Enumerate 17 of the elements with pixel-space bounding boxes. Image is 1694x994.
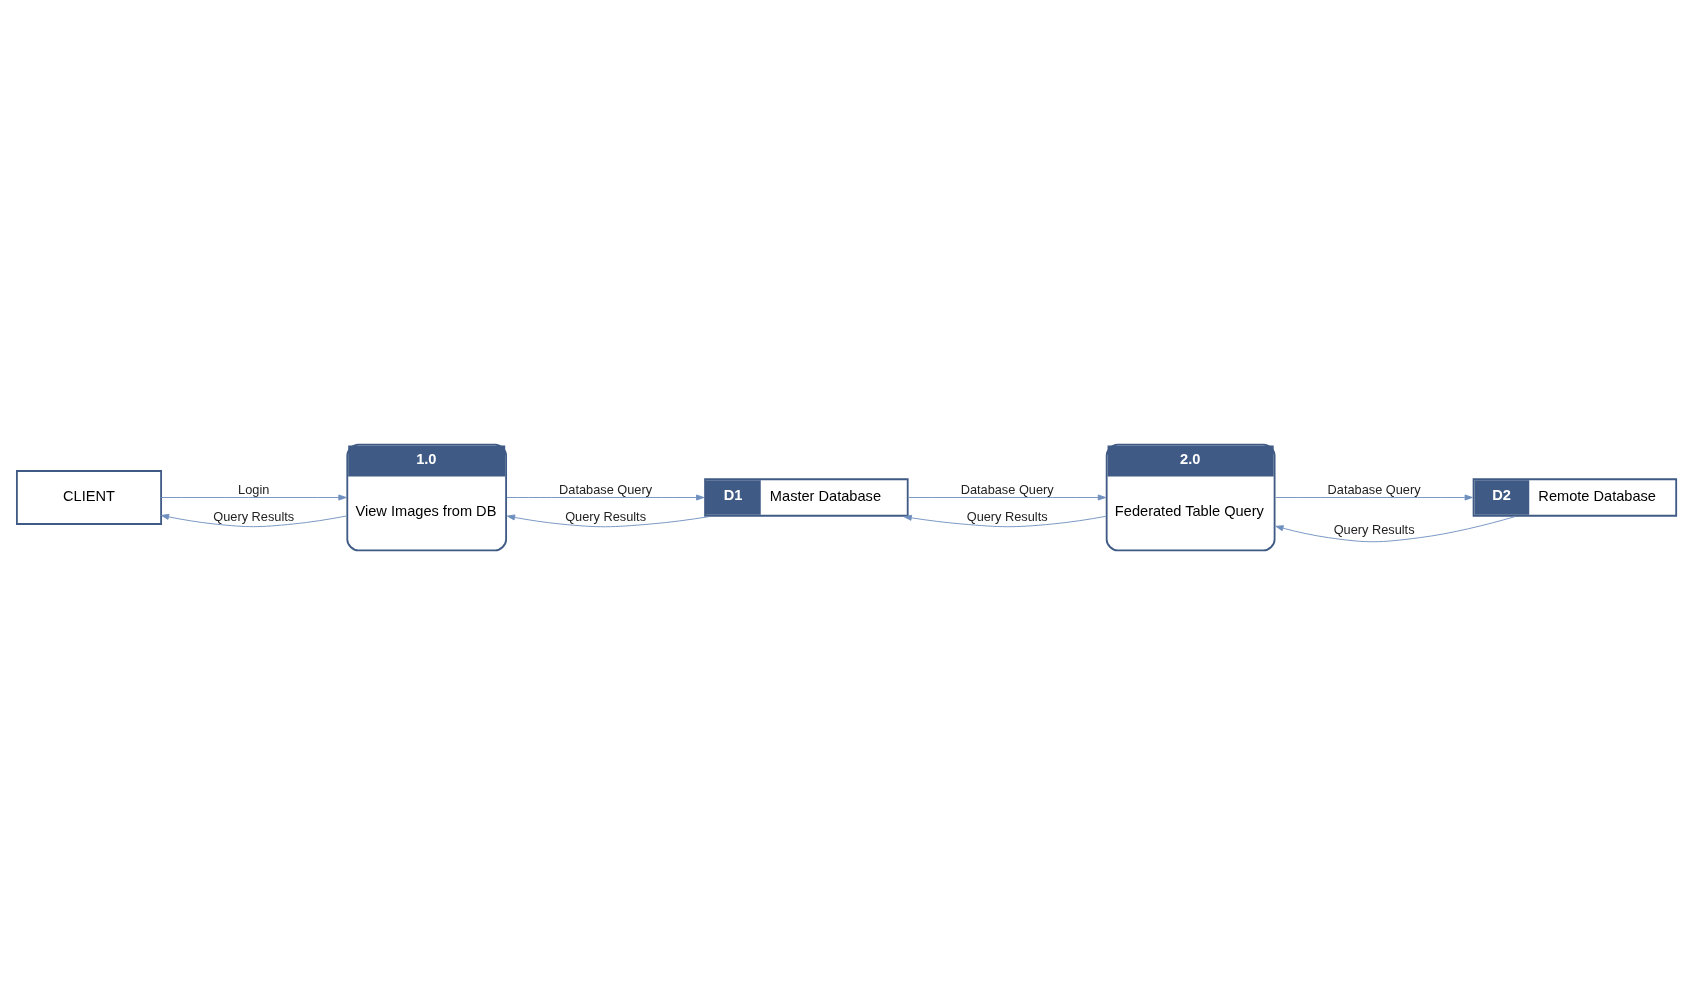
arrow — [506, 494, 705, 500]
arrow — [506, 513, 710, 527]
edge-label: Query Results — [966, 508, 1048, 523]
edge-label: Database Query — [1327, 481, 1421, 497]
arrow — [160, 513, 347, 527]
edge-label: Database Query — [960, 481, 1054, 497]
arrow — [160, 494, 347, 500]
arrow — [908, 494, 1106, 500]
edge-label: Login — [238, 481, 270, 497]
edge-label: Query Results — [213, 508, 295, 523]
arrow — [1275, 515, 1516, 542]
arrow — [903, 514, 1107, 527]
node-box: CLIENT — [16, 469, 163, 525]
edge-label: Query Results — [565, 508, 647, 523]
edge-label: Database Query — [559, 481, 653, 497]
edge-label: Query Results — [1333, 521, 1415, 537]
arrow — [1275, 494, 1473, 500]
